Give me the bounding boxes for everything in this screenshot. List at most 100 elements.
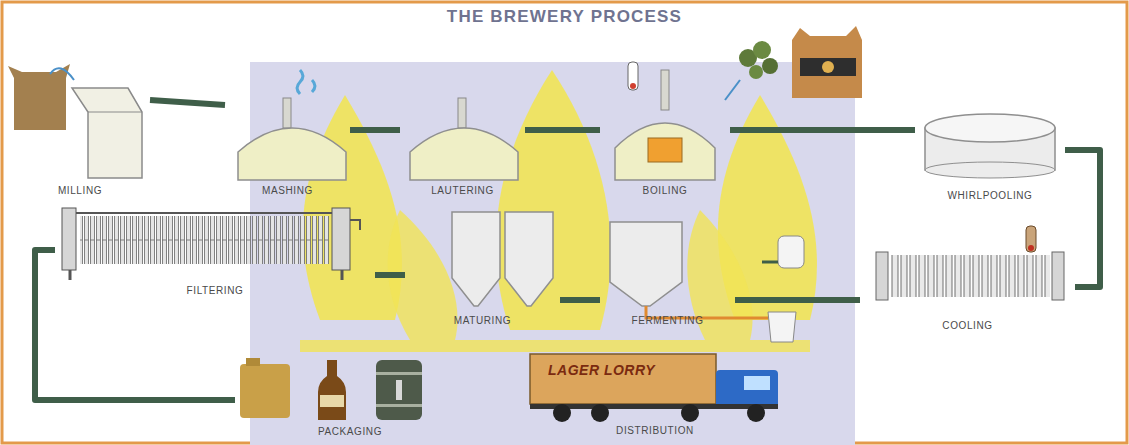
mash-tun-part	[283, 98, 291, 128]
truck-part	[553, 404, 571, 422]
filter-press-part	[69, 270, 72, 280]
stage-label: FERMENTING	[600, 315, 735, 327]
truck	[530, 354, 778, 422]
pipe-connector	[350, 127, 400, 133]
maturation-tanks	[452, 212, 553, 306]
whirlpool-tank	[925, 114, 1055, 178]
pipe-connector	[735, 297, 860, 303]
heat-exchanger-part	[1028, 245, 1034, 251]
keg-part	[376, 372, 422, 375]
filter-press-part	[80, 216, 330, 264]
stage-area: MILLING	[10, 40, 150, 200]
filter-press-part	[341, 270, 344, 280]
stage-area: FILTERING	[55, 205, 375, 300]
stage-label: MASHING	[225, 185, 350, 197]
hops-part	[725, 80, 740, 100]
mill-part	[72, 88, 142, 178]
jerrycan	[240, 358, 290, 418]
heat-exchanger-part	[876, 252, 888, 300]
stage-area: WHIRLPOOLING	[915, 100, 1065, 205]
watermark	[250, 62, 855, 445]
hop-sack	[792, 26, 862, 98]
pipe-connector	[1065, 150, 1100, 287]
hop-sack-part	[800, 58, 856, 76]
truck-part	[716, 370, 778, 408]
heat-exchanger-part	[1052, 252, 1064, 300]
yeast-tank	[762, 236, 804, 268]
pipe-connector	[35, 250, 235, 400]
malt-sack	[8, 64, 70, 130]
keg	[376, 360, 422, 420]
mash-tun-part	[238, 128, 346, 180]
pipe-connector	[150, 100, 225, 105]
filter-press-part	[76, 212, 332, 214]
yeast-tank-part	[778, 236, 804, 268]
brew-kettle-part	[661, 70, 669, 110]
truck-part	[530, 354, 716, 404]
stage-area: PACKAGING	[235, 355, 465, 441]
truck-part	[744, 376, 770, 390]
truck-part	[591, 404, 609, 422]
stage-area: BOILING	[600, 55, 730, 200]
brew-kettle-part	[648, 138, 682, 162]
keg-part	[376, 360, 422, 420]
heat-exchanger-part	[1026, 226, 1036, 252]
hops-part	[749, 65, 763, 79]
lauter-tun	[410, 98, 518, 180]
mill-part	[88, 112, 142, 113]
stage-label: LAUTERING	[400, 185, 525, 197]
stage-area: MATURING	[405, 205, 560, 330]
pipe-connector	[375, 272, 405, 278]
fermenter	[610, 222, 682, 306]
lauter-tun-part	[410, 128, 518, 180]
hop-sack-part	[792, 26, 862, 98]
lauter-tun-part	[458, 98, 466, 128]
yeast-bucket	[768, 312, 796, 342]
stage-label: DISTRIBUTION	[520, 425, 790, 437]
bottle-part	[320, 395, 344, 407]
whirlpool-tank-part	[925, 114, 1055, 142]
brew-kettle-part	[630, 83, 636, 89]
truck-part	[681, 404, 699, 422]
heat-exchanger-part	[890, 255, 1050, 297]
brew-kettle-part	[615, 123, 715, 180]
bottle-part	[318, 360, 346, 420]
heat-exchanger	[876, 226, 1064, 300]
filter-press-part	[62, 208, 76, 270]
jerrycan-part	[240, 364, 290, 418]
stage-label: PACKAGING	[235, 426, 465, 438]
fermenter-part	[610, 222, 682, 306]
watermark-part	[303, 95, 402, 320]
stage-label: MATURING	[405, 315, 560, 327]
maturation-tanks-part	[505, 212, 553, 306]
filter-press	[62, 208, 360, 280]
maturation-tanks-part	[452, 212, 500, 306]
stage-label: WHIRLPOOLING	[915, 190, 1065, 202]
brew-kettle	[615, 62, 715, 180]
filter-press-part	[332, 208, 350, 270]
stage-area: MASHING	[225, 85, 350, 200]
pipe-connector	[560, 297, 600, 303]
bottle	[318, 360, 346, 420]
stage-area: COOLING	[860, 240, 1075, 335]
keg-part	[376, 404, 422, 407]
watermark-part	[250, 62, 855, 445]
yeast-tank-part	[762, 261, 778, 264]
stage-label: BOILING	[600, 185, 730, 197]
jerrycan-part	[246, 358, 260, 366]
hops	[725, 41, 778, 100]
stage-label: FILTERING	[55, 285, 375, 297]
mash-tun	[238, 70, 346, 180]
brew-kettle-part	[628, 62, 638, 90]
malt-sack-part	[8, 64, 70, 130]
hops-part	[753, 41, 771, 59]
stage-area: FERMENTING	[600, 215, 735, 330]
watermark-part	[300, 340, 810, 352]
stage-label: MILLING	[10, 185, 150, 197]
stage-area: LAUTERING	[400, 85, 525, 200]
feed-arrow	[50, 68, 74, 80]
pipe-connector	[525, 127, 600, 133]
truck-lettering: LAGER LORRY	[548, 362, 655, 378]
truck-part	[747, 404, 765, 422]
